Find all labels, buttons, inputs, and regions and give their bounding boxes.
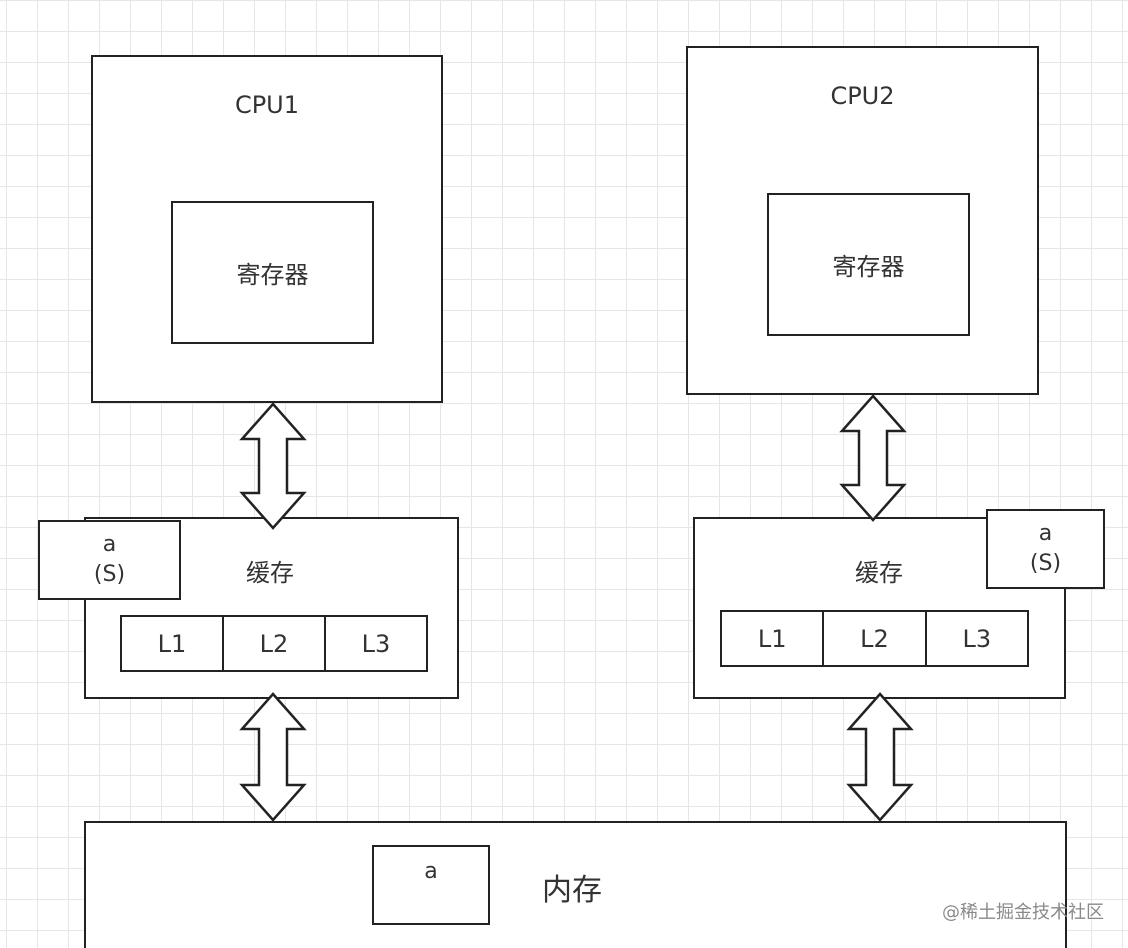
cpu1-box: CPU1 寄存器 <box>91 55 443 403</box>
memory-var-label: a <box>424 859 438 884</box>
cpu2-cache-tag: a (S) <box>986 509 1105 589</box>
cpu2-cache-arrow <box>839 394 907 522</box>
cpu1-register-box: 寄存器 <box>171 201 374 344</box>
cpu2-cache-tag-state: (S) <box>1029 551 1062 576</box>
cpu1-cache-tag-var: a <box>102 532 117 557</box>
memory-box: a 内存 <box>84 821 1067 948</box>
cpu2-cache-level: L2 <box>824 612 927 665</box>
cpu2-cache-box: 缓存 L1 L2 L3 <box>693 517 1066 699</box>
cpu2-cache-label: 缓存 <box>855 559 903 587</box>
cpu1-cache-level: L1 <box>122 617 224 670</box>
memory-label: 内存 <box>542 873 602 908</box>
cpu1-cache-arrow <box>239 402 307 530</box>
cpu1-cache-level: L2 <box>224 617 326 670</box>
cpu1-cache-box: 缓存 L1 L2 L3 <box>84 517 459 699</box>
cpu1-cache-tag-state: (S) <box>93 562 126 587</box>
cache1-memory-arrow <box>239 692 307 822</box>
memory-var-box: a <box>372 845 490 925</box>
cpu2-cache-levels: L1 L2 L3 <box>720 610 1029 667</box>
cpu1-cache-tag: a (S) <box>38 520 181 600</box>
cpu1-register-label: 寄存器 <box>236 261 309 289</box>
cpu1-cache-level: L3 <box>361 629 391 658</box>
cpu2-title: CPU2 <box>830 82 895 110</box>
cpu2-cache-level: L3 <box>962 624 992 653</box>
watermark: @稀土掘金技术社区 <box>942 902 1104 923</box>
cpu1-title: CPU1 <box>234 91 300 119</box>
cache2-memory-arrow <box>846 692 914 822</box>
cpu1-cache-label: 缓存 <box>246 559 294 587</box>
cpu2-register-label: 寄存器 <box>832 253 905 281</box>
cpu2-register-box: 寄存器 <box>767 193 970 336</box>
cpu2-cache-tag-var: a <box>1038 521 1053 546</box>
cpu2-box: CPU2 寄存器 <box>686 46 1039 395</box>
cpu1-cache-levels: L1 L2 L3 <box>120 615 428 672</box>
cpu2-cache-level: L1 <box>722 612 825 665</box>
